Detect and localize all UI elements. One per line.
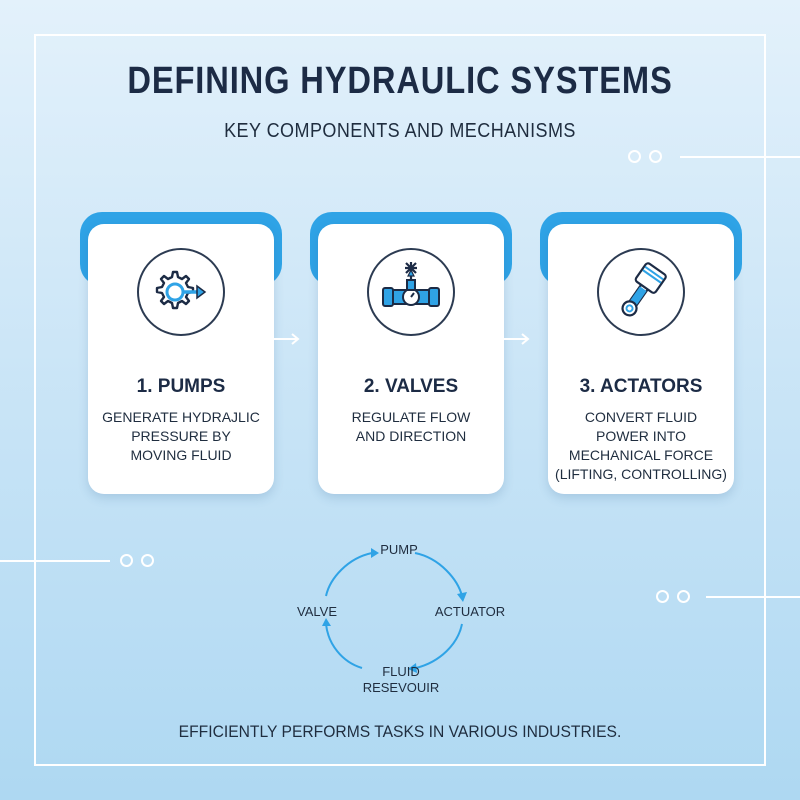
card-actuators: 3. ACTATORS CONVERT FLUID POWER INTO MEC… [540, 212, 742, 494]
card-description: GENERATE HYDRAJLIC PRESSURE BY MOVING FL… [102, 409, 260, 463]
decor-line-right [706, 596, 800, 598]
valve-icon [367, 248, 455, 336]
card-title: 3. ACTATORS [579, 376, 703, 397]
page-frame [34, 34, 766, 766]
page-title: DEFINING HYDRAULIC SYSTEMS [127, 60, 673, 102]
cycle-arrows [322, 548, 467, 673]
card-title: 2. VALVES [363, 376, 459, 397]
cycle-label-actuator: ACTUATOR [434, 604, 506, 619]
decor-dots-left [120, 554, 154, 567]
decor-line-top-right [680, 156, 800, 158]
card-valves: 2. VALVES REGULATE FLOW AND DIRECTION [310, 212, 512, 494]
card-pumps: 1. PUMPS GENERATE HYDRAJLIC PRESSURE BY … [80, 212, 282, 494]
piston-icon [597, 248, 685, 336]
page-subtitle: KEY COMPONENTS AND MECHANISMS [224, 120, 576, 142]
card-description: CONVERT FLUID POWER INTO MECHANICAL FORC… [555, 409, 727, 482]
card-title: 1. PUMPS [136, 376, 226, 397]
decor-dots-right [656, 590, 690, 603]
footer-caption: EFFICIENTLY PERFORMS TASKS IN VARIOUS IN… [178, 722, 622, 741]
arrow-right-icon [498, 333, 530, 345]
card-body: 3. ACTATORS CONVERT FLUID POWER INTO MEC… [548, 224, 734, 494]
cycle-label-pump: PUMP [380, 542, 418, 557]
card-body: 1. PUMPS GENERATE HYDRAJLIC PRESSURE BY … [88, 224, 274, 494]
arrow-right-icon [268, 333, 300, 345]
decor-line-left [0, 560, 110, 562]
card-body: 2. VALVES REGULATE FLOW AND DIRECTION [318, 224, 504, 494]
gear-arrow-icon [137, 248, 225, 336]
cycle-label-fluid-reservoir: FLUID RESEVOUIR [362, 664, 440, 695]
cycle-label-valve: VALVE [297, 604, 337, 619]
card-description: REGULATE FLOW AND DIRECTION [351, 409, 471, 444]
decor-dots-top-right [628, 150, 662, 163]
